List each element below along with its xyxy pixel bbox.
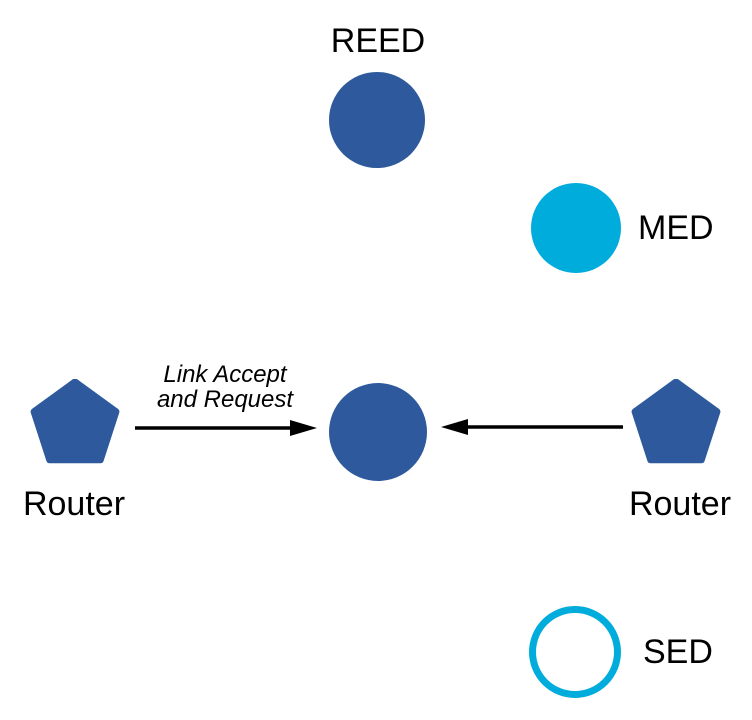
router-right-node: [631, 379, 721, 464]
sed-node: [529, 606, 621, 698]
med-label: MED: [638, 209, 714, 247]
reed-label: REED: [330, 22, 426, 60]
router-right-label: Router: [628, 485, 732, 523]
edge-label-line2: and Request: [156, 386, 294, 413]
router-left-node: [30, 379, 120, 464]
reed-node: [329, 72, 425, 168]
center-node: [329, 383, 427, 481]
arrow-right-to-center-icon: [441, 419, 623, 435]
med-node: [531, 183, 621, 273]
edge-label-line1: Link Accept: [163, 361, 287, 388]
arrow-left-to-center-icon: [135, 420, 317, 436]
router-left-label: Router: [22, 485, 126, 523]
link-accept-request-label: Link Accept and Request: [157, 362, 293, 412]
sed-label: SED: [643, 633, 713, 671]
